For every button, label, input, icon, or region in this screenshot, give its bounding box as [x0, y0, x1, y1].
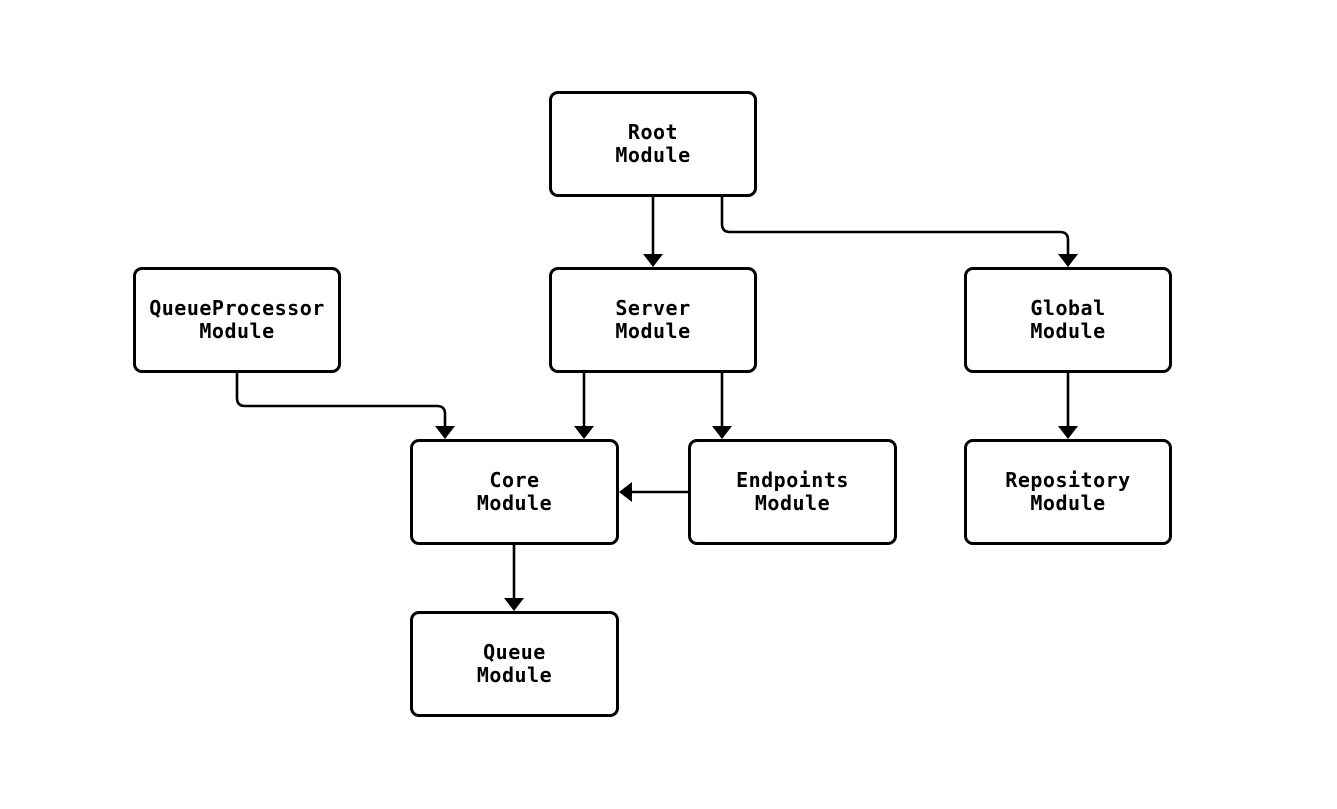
node-endpoints-module: Endpoints Module — [688, 439, 897, 545]
node-label-server-module: Server Module — [615, 296, 691, 343]
node-root-module: Root Module — [549, 91, 757, 197]
arrowhead-root-module-to-global-module — [1058, 254, 1078, 267]
arrowhead-server-module-to-endpoints-module — [712, 426, 732, 439]
arrowhead-root-module-to-server-module — [643, 254, 663, 267]
node-label-core-module: Core Module — [476, 468, 553, 515]
node-queueprocessor-module: QueueProcessor Module — [133, 267, 341, 373]
node-queue-module: Queue Module — [410, 611, 619, 717]
node-label-global-module: Global Module — [1030, 296, 1106, 343]
node-global-module: Global Module — [964, 267, 1172, 373]
node-repository-module: Repository Module — [964, 439, 1172, 545]
arrowhead-server-module-to-core-module — [574, 426, 594, 439]
node-label-repository-module: Repository Module — [1005, 468, 1131, 515]
node-server-module: Server Module — [549, 267, 757, 373]
node-core-module: Core Module — [410, 439, 619, 545]
node-label-endpoints-module: Endpoints Module — [736, 468, 849, 515]
edge-root-module-to-global-module — [720, 197, 1070, 254]
edge-queueprocessor-module-to-core-module — [235, 373, 447, 426]
arrowhead-endpoints-module-to-core-module — [619, 482, 632, 502]
node-label-queue-module: Queue Module — [476, 640, 553, 687]
arrowhead-global-module-to-repository-module — [1058, 426, 1078, 439]
node-label-queueprocessor-module: QueueProcessor Module — [149, 296, 325, 343]
arrowhead-core-module-to-queue-module — [504, 598, 524, 611]
arrowhead-queueprocessor-module-to-core-module — [435, 426, 455, 439]
node-label-root-module: Root Module — [615, 120, 691, 167]
